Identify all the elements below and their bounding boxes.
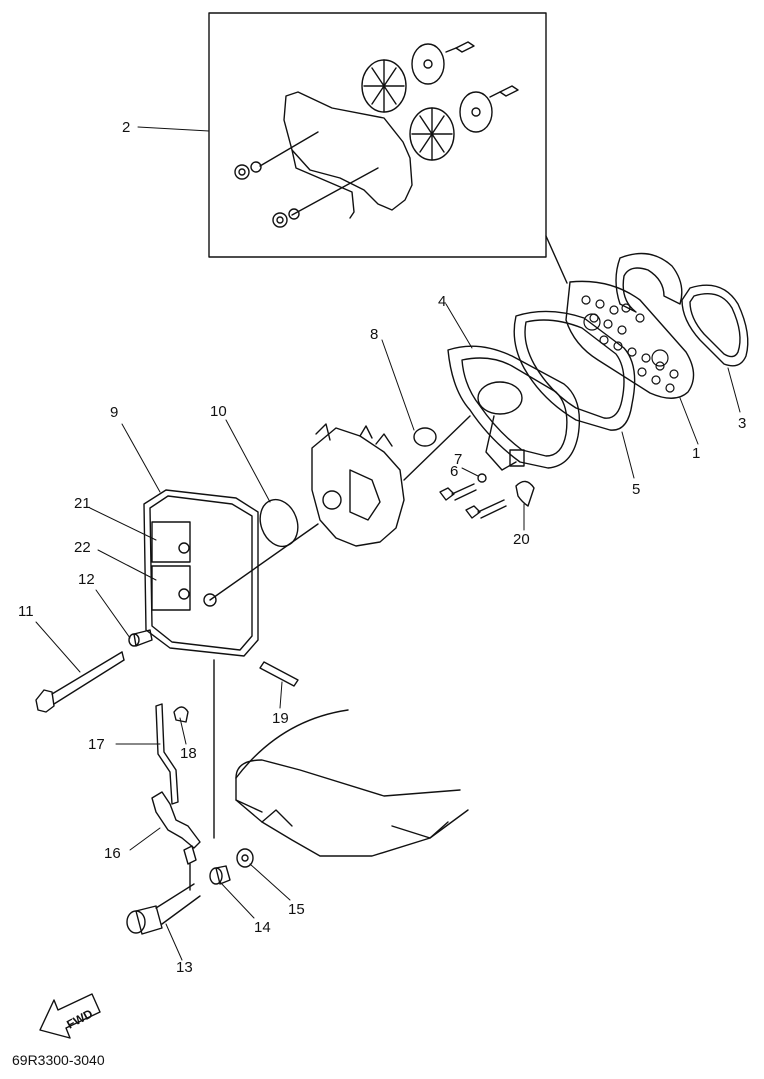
part-6-bolts: [439, 483, 507, 519]
callout-14: 14: [254, 919, 271, 936]
callout-1: 1: [692, 445, 701, 462]
callout-6: 6: [450, 463, 459, 480]
part-19-pin: [259, 661, 299, 687]
cowling: [235, 709, 469, 857]
callout-13: 13: [176, 959, 193, 976]
callout-21: 21: [74, 495, 91, 512]
callout-12: 12: [78, 571, 95, 588]
callout-18: 18: [180, 745, 197, 762]
part-5-gasket: [513, 310, 636, 431]
part-18-clip: [173, 706, 189, 723]
callout-17: 17: [88, 736, 105, 753]
part-10-o-ring: [259, 498, 299, 548]
part-11-bolt: [35, 651, 125, 713]
callout-19: 19: [272, 710, 289, 727]
part-3-gasket: [681, 284, 749, 367]
part-12-collar: [128, 629, 153, 647]
callout-8: 8: [370, 326, 379, 343]
callout-4: 4: [438, 293, 447, 310]
carburetor-body: [311, 415, 471, 547]
part-16-bracket: [151, 791, 201, 865]
part-8-o-ring: [413, 427, 437, 447]
part-7-washer: [477, 473, 487, 483]
part-20-clip: [515, 480, 535, 507]
callout-20: 20: [513, 531, 530, 548]
part-17-rod: [155, 703, 179, 805]
throttle-valve-lower: [409, 107, 455, 161]
gasket-upper: [615, 252, 683, 313]
callout-7: 7: [454, 451, 463, 468]
part-14-nut: [209, 865, 231, 885]
part-15-washer: [236, 848, 254, 868]
callout-5: 5: [632, 481, 641, 498]
inset-pointer-line: [545, 235, 568, 284]
callout-10: 10: [210, 403, 227, 420]
callout-3: 3: [738, 415, 747, 432]
part-4-flange: [447, 345, 581, 471]
throttle-plate-upper: [411, 43, 445, 85]
inset-detail-box: [208, 12, 547, 258]
callout-15: 15: [288, 901, 305, 918]
drawing-code: 69R3300-3040: [12, 1052, 105, 1068]
callout-2: 2: [122, 119, 131, 136]
part-1-plate: [565, 280, 695, 399]
callout-11: 11: [18, 603, 34, 620]
leader-lines: [35, 126, 741, 961]
callout-9: 9: [110, 404, 119, 421]
throttle-valve-upper: [361, 59, 407, 113]
part-21-decal: [151, 521, 191, 563]
callout-22: 22: [74, 539, 91, 556]
part-9-silencer: [143, 489, 319, 657]
throttle-plate-lower: [459, 91, 493, 133]
part-13-choke-knob: [126, 863, 201, 935]
fwd-arrow-icon: [39, 993, 101, 1039]
callout-16: 16: [104, 845, 121, 862]
part-22-decal: [151, 565, 191, 611]
